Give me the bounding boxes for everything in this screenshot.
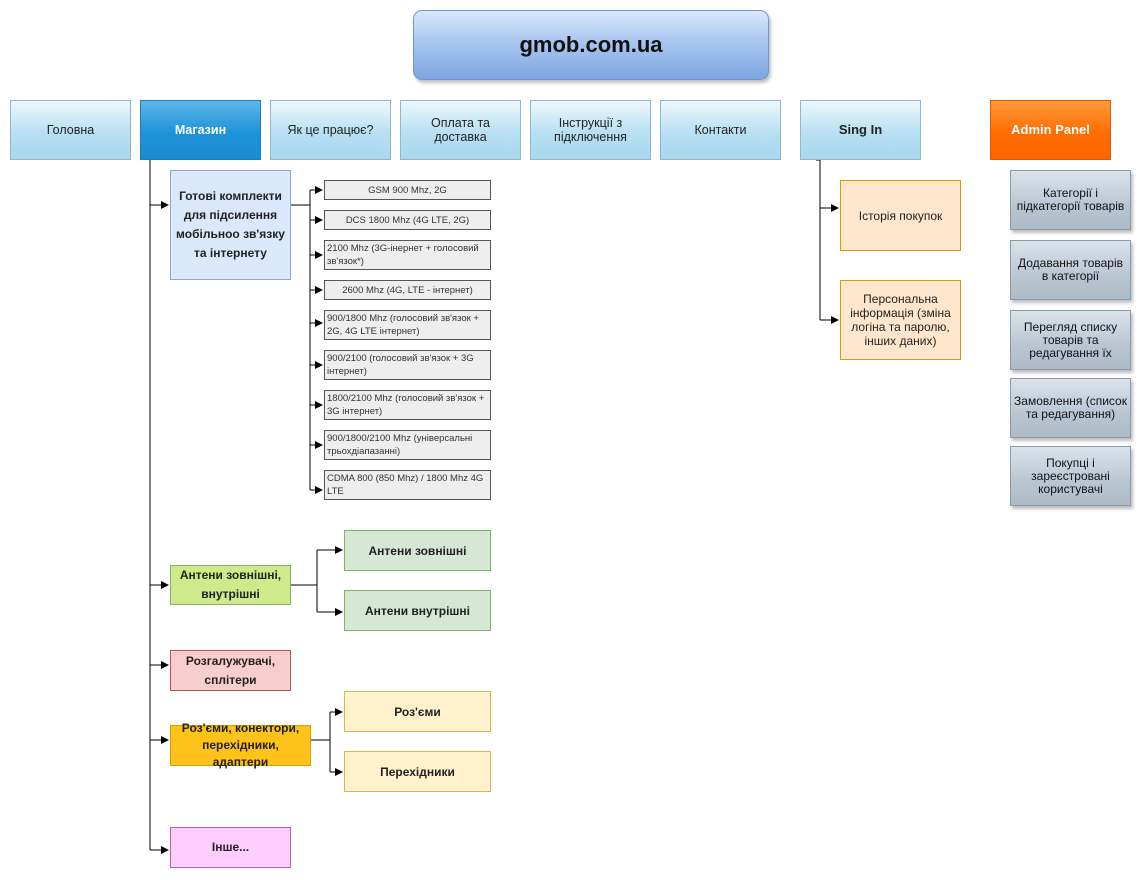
purchase-history[interactable]: Історія покупок <box>840 180 961 251</box>
kit-item[interactable]: CDMA 800 (850 Mhz) / 1800 Mhz 4G LTE <box>324 470 491 500</box>
kit-item[interactable]: GSM 900 Mhz, 2G <box>324 180 491 200</box>
personal-info[interactable]: Персональна інформація (зміна логіна та … <box>840 280 961 360</box>
kit-item[interactable]: 900/1800/2100 Mhz (універсальні трьохдіа… <box>324 430 491 460</box>
kit-item[interactable]: 900/1800 Mhz (голосовий зв'язок + 2G, 4G… <box>324 310 491 340</box>
antennas-external[interactable]: Антени зовнішні <box>344 530 491 571</box>
connectors-adapters[interactable]: Перехідники <box>344 751 491 792</box>
kit-item[interactable]: 2100 Mhz (3G-інернет + голосовий зв'язок… <box>324 240 491 270</box>
nav-admin-panel[interactable]: Admin Panel <box>990 100 1111 160</box>
nav-instructions[interactable]: Інструкції з підключення <box>530 100 651 160</box>
nav-contacts[interactable]: Контакти <box>660 100 781 160</box>
nav-how-it-works[interactable]: Як це працює? <box>270 100 391 160</box>
category-other[interactable]: Інше... <box>170 827 291 868</box>
category-splitters[interactable]: Розгалужувачі, сплітери <box>170 650 291 691</box>
category-ready-kits[interactable]: Готові комплекти для підсилення мобільно… <box>170 170 291 280</box>
site-title[interactable]: gmob.com.ua <box>413 10 769 80</box>
admin-orders[interactable]: Замовлення (список та редагування) <box>1010 378 1131 438</box>
category-connectors[interactable]: Роз'єми, конектори, перехідники, адаптер… <box>170 721 311 769</box>
connectors-sockets[interactable]: Роз'єми <box>344 691 491 732</box>
admin-categories[interactable]: Категорії і підкатегорії товарів <box>1010 170 1131 230</box>
nav-shop[interactable]: Магазин <box>140 100 261 160</box>
kit-item[interactable]: DCS 1800 Mhz (4G LTE, 2G) <box>324 210 491 230</box>
antennas-internal[interactable]: Антени внутрішні <box>344 590 491 631</box>
nav-sign-in[interactable]: Sing In <box>800 100 921 160</box>
nav-payment-delivery[interactable]: Оплата та доставка <box>400 100 521 160</box>
nav-home[interactable]: Головна <box>10 100 131 160</box>
kit-item[interactable]: 1800/2100 Mhz (голосовий зв'язок + 3G ін… <box>324 390 491 420</box>
admin-product-list[interactable]: Перегляд списку товарів та редагування ї… <box>1010 310 1131 370</box>
category-antennas[interactable]: Антени зовнішні, внутрішні <box>170 565 291 605</box>
kit-item[interactable]: 2600 Mhz (4G, LTE - інтернет) <box>324 280 491 300</box>
admin-add-products[interactable]: Додавання товарів в категорії <box>1010 240 1131 300</box>
admin-customers[interactable]: Покупці і зареєстровані користувачі <box>1010 446 1131 506</box>
kit-item[interactable]: 900/2100 (голосовий зв'язок + 3G інтерне… <box>324 350 491 380</box>
